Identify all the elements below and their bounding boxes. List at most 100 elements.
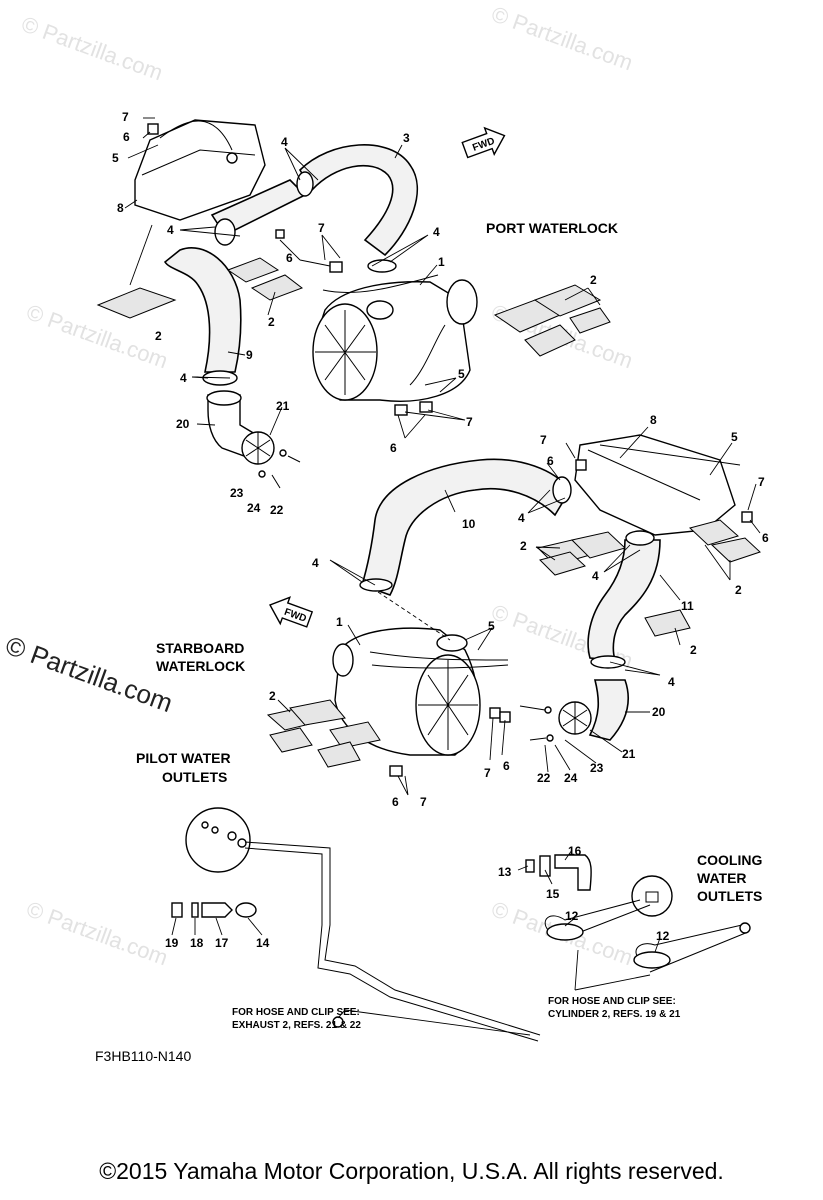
washer (279, 449, 287, 457)
callout-4: 4 (281, 135, 288, 149)
pad (533, 284, 602, 317)
cooling-part-13 (525, 859, 535, 873)
cooling-coil-12 (546, 923, 584, 941)
callout-4: 4 (312, 556, 319, 570)
pilot-part-19 (171, 902, 183, 918)
clip (741, 511, 753, 523)
port-outlet (446, 279, 478, 325)
detail-part (201, 821, 209, 829)
pilot-hose-14 (235, 902, 257, 918)
clip (489, 707, 501, 719)
note-exhaust-line2: EXHAUST 2, REFS. 21 & 22 (232, 1020, 361, 1031)
callout-4: 4 (433, 225, 440, 239)
cooling-tube (544, 899, 641, 931)
starboard-title-line1: STARBOARD (156, 640, 244, 656)
cooling-elbow-16 (554, 854, 592, 891)
pilot-fitting-17 (201, 902, 233, 918)
clip (575, 459, 587, 471)
port-waterlock-title: PORT WATERLOCK (486, 220, 618, 236)
callout-19: 19 (165, 936, 179, 950)
detail-part (237, 838, 247, 848)
callout-21: 21 (622, 747, 636, 761)
pad (96, 287, 177, 319)
callout-4: 4 (668, 675, 675, 689)
note-exhaust-line1: FOR HOSE AND CLIP SEE: (232, 1007, 360, 1018)
callout-7: 7 (466, 415, 473, 429)
clip (329, 261, 343, 273)
callout-24: 24 (247, 501, 261, 515)
clip (389, 765, 403, 777)
pad (644, 609, 691, 637)
cooling-coil-12 (633, 951, 671, 969)
callout-17: 17 (215, 936, 229, 950)
pilot-part-18 (191, 902, 199, 918)
clamp (590, 655, 626, 669)
pad (317, 741, 361, 768)
note-cylinder-line1: FOR HOSE AND CLIP SEE: (548, 996, 676, 1007)
callout-2: 2 (268, 315, 275, 329)
stbd-lower-hose (588, 679, 630, 741)
cooling-title-line3: OUTLETS (697, 888, 762, 904)
callout-2: 2 (155, 329, 162, 343)
copyright-notice: ©2015 Yamaha Motor Corporation, U.S.A. A… (99, 1158, 724, 1184)
washer (544, 706, 552, 714)
callout-leaders (124, 117, 761, 1036)
fwd-arrow-starboard: FWD (269, 596, 314, 628)
cooling-fitting (739, 922, 751, 934)
pilot-tube (244, 841, 541, 1036)
callout-7: 7 (420, 795, 427, 809)
callout-6: 6 (547, 454, 554, 468)
callout-6: 6 (503, 759, 510, 773)
clip (394, 404, 408, 416)
callout-5: 5 (112, 151, 119, 165)
callout-12: 12 (565, 909, 579, 923)
pilot-fitting (332, 1016, 344, 1028)
pad (569, 307, 611, 334)
port-vent-fitting (226, 152, 238, 164)
pad (524, 324, 576, 357)
callout-16: 16 (568, 844, 582, 858)
section-titles: PORT WATERLOCK STARBOARD WATERLOCK PILOT… (136, 220, 762, 904)
callout-23: 23 (230, 486, 244, 500)
pad (250, 274, 304, 301)
callout-6: 6 (392, 795, 399, 809)
callout-11: 11 (681, 599, 694, 613)
pad (226, 257, 280, 283)
callout-9: 9 (246, 348, 253, 362)
pad (710, 537, 761, 563)
callout-22: 22 (537, 771, 551, 785)
callout-10: 10 (462, 517, 476, 531)
callout-numbers: 7 6 5 8 4 4 3 7 6 4 1 2 5 7 6 2 2 9 4 21… (112, 110, 769, 950)
callout-2: 2 (735, 583, 742, 597)
clip (419, 401, 433, 413)
callout-7: 7 (540, 433, 547, 447)
callout-2: 2 (520, 539, 527, 553)
callout-13: 13 (498, 865, 512, 879)
pilot-title-line1: PILOT WATER (136, 750, 231, 766)
callout-20: 20 (176, 417, 190, 431)
callout-6: 6 (286, 251, 293, 265)
stbd-hose-10 (361, 458, 571, 596)
stbd-box-cover (574, 434, 736, 536)
pilot-water-outlets (171, 807, 541, 1042)
washer (258, 470, 266, 478)
callout-7: 7 (122, 110, 129, 124)
callout-6: 6 (762, 531, 769, 545)
cooling-title-line1: COOLING (697, 852, 762, 868)
pad (289, 699, 346, 726)
callout-22: 22 (270, 503, 284, 517)
callout-2: 2 (690, 643, 697, 657)
callout-8: 8 (117, 201, 124, 215)
port-inlet (366, 300, 394, 320)
callout-8: 8 (650, 413, 657, 427)
callout-4: 4 (518, 511, 525, 525)
watermark: © Partzilla.com (18, 11, 166, 85)
stbd-hose-11 (587, 539, 661, 661)
callout-4: 4 (167, 223, 174, 237)
callout-3: 3 (403, 131, 410, 145)
callout-15: 15 (546, 887, 560, 901)
callout-23: 23 (590, 761, 604, 775)
clamp (552, 476, 572, 504)
callout-5: 5 (458, 367, 465, 381)
